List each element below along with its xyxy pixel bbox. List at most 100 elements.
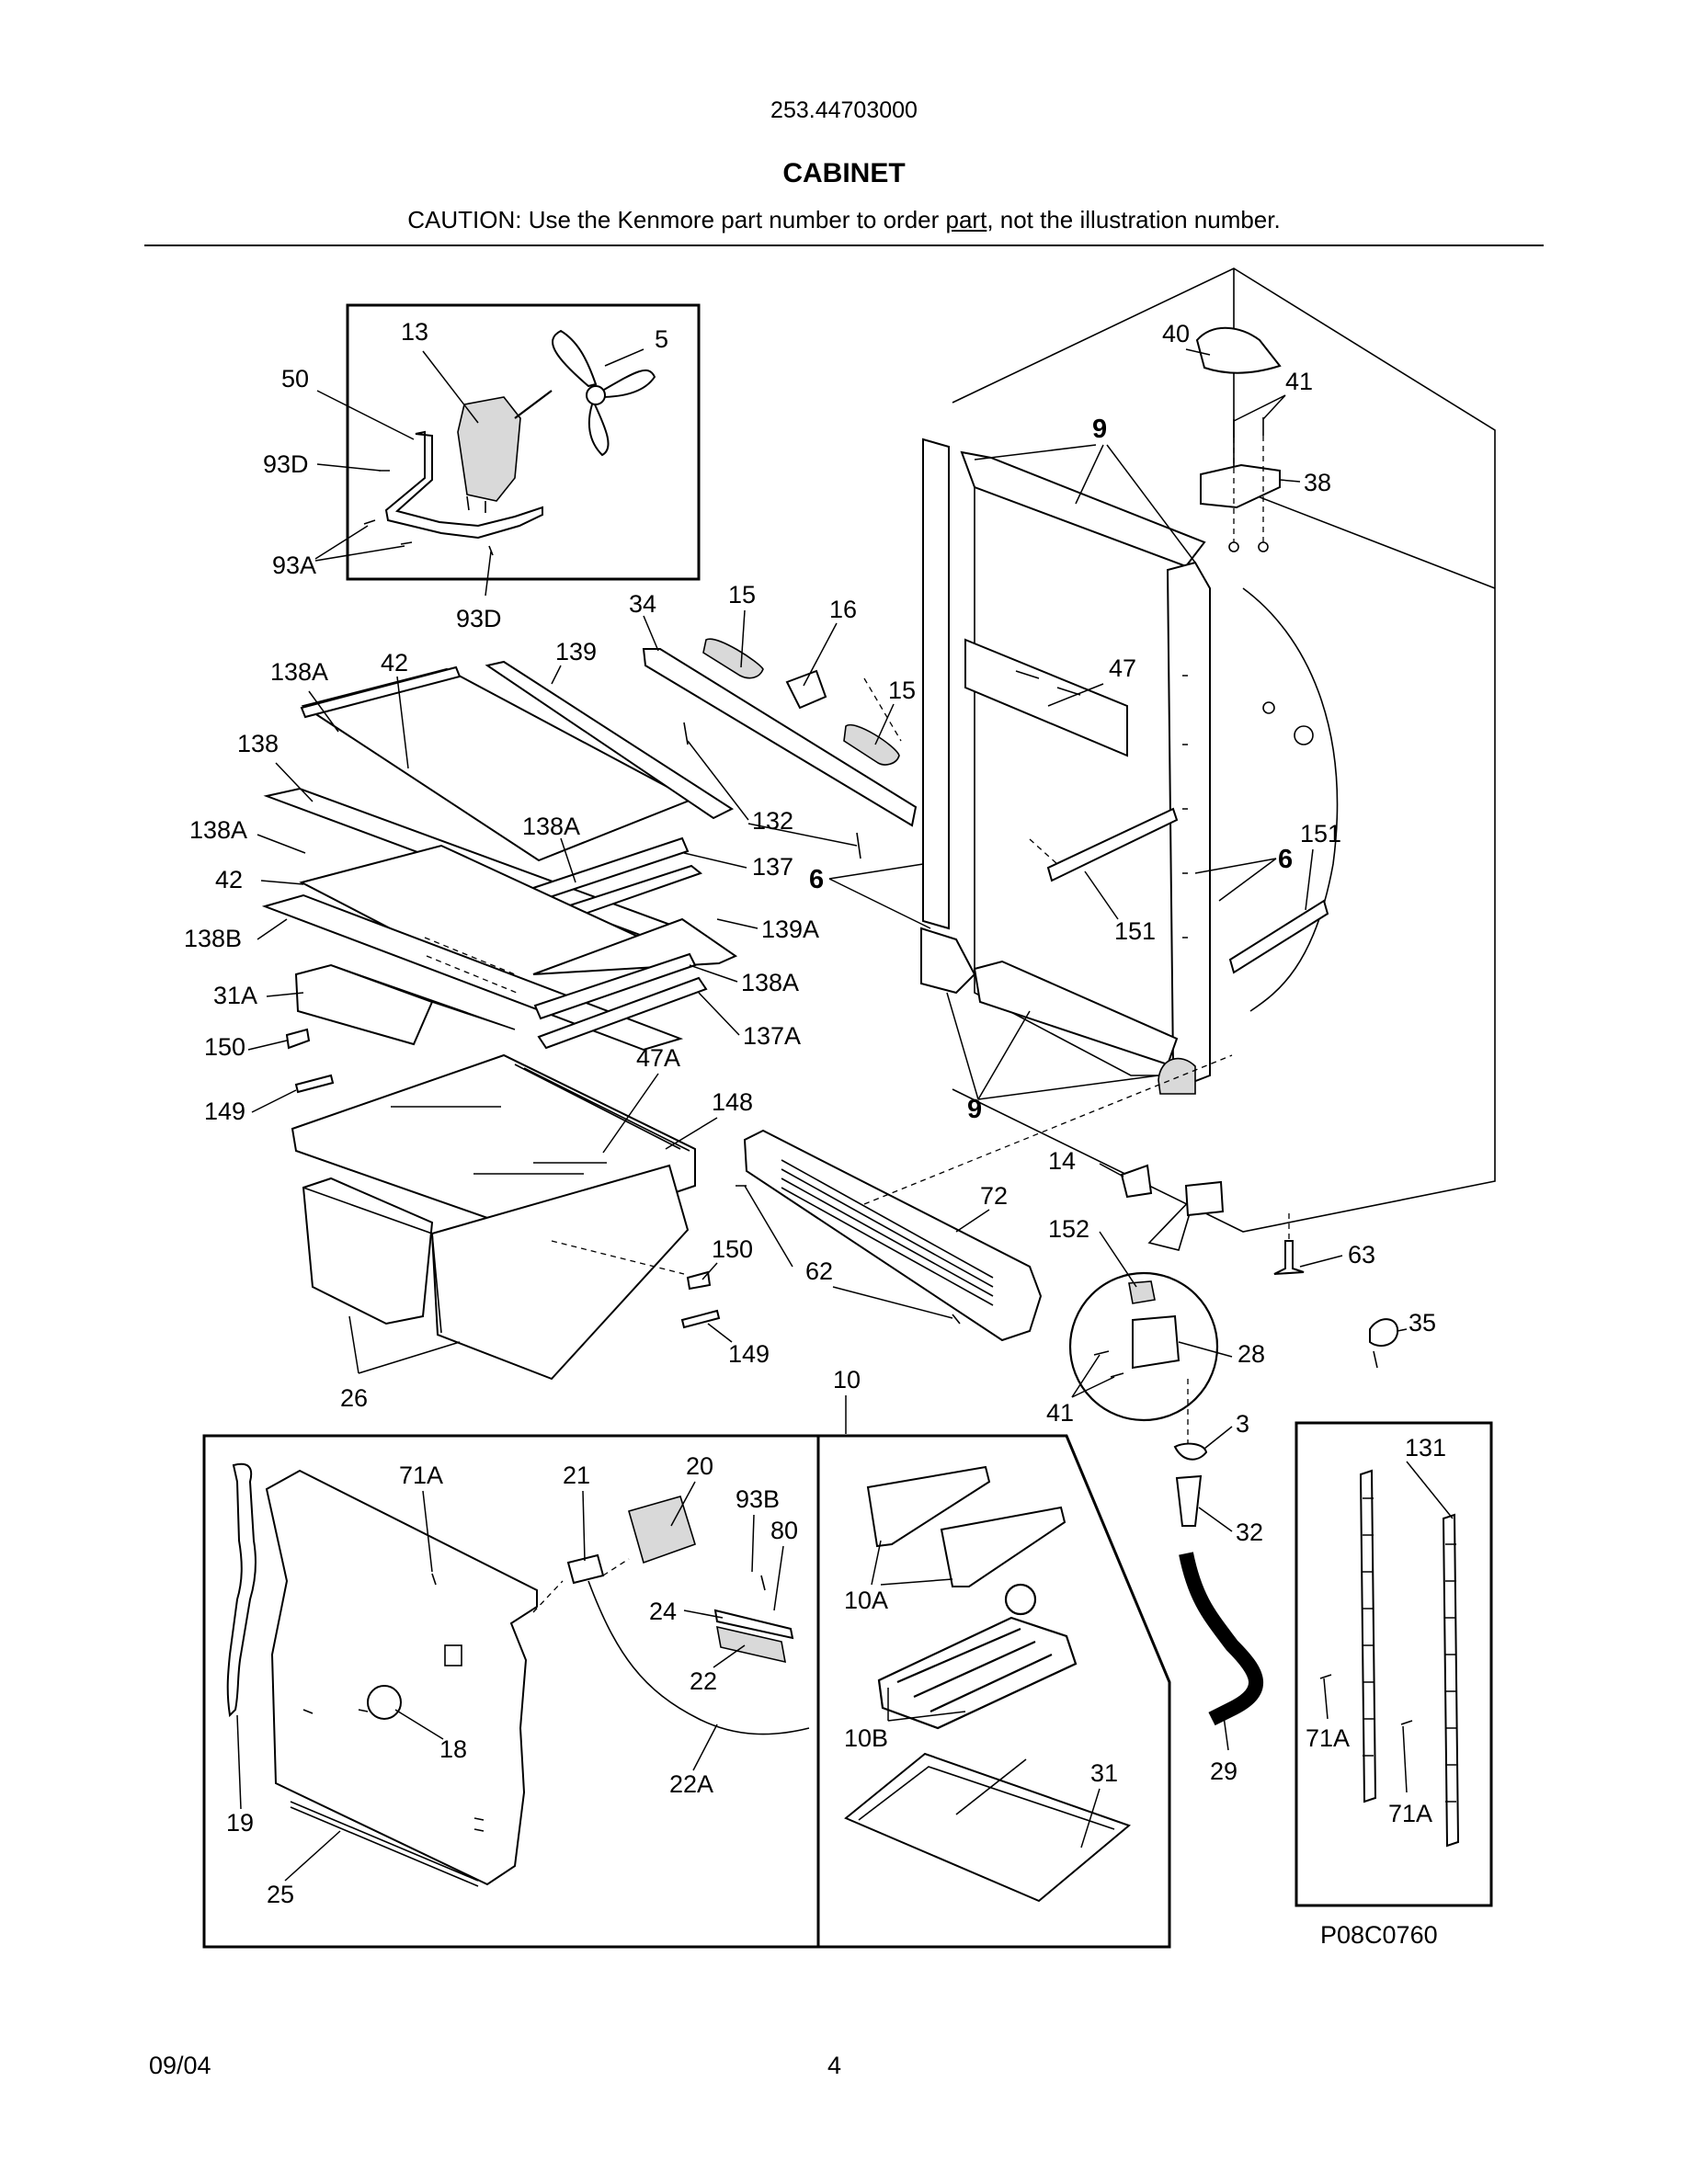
- top-hinge: [1200, 463, 1281, 509]
- callout-138A-mid: 138A: [522, 813, 580, 840]
- thermostat-knob-18: [367, 1685, 402, 1720]
- callout-93D: 93D: [263, 450, 309, 478]
- model-number: 253.44703000: [770, 97, 918, 123]
- plug-3: [1173, 1442, 1208, 1461]
- rail-151-right: [1228, 899, 1329, 974]
- callout-42-lower: 42: [215, 866, 243, 893]
- callout-28: 28: [1237, 1340, 1265, 1368]
- callout-93B: 93B: [736, 1485, 780, 1513]
- callout-138A-top: 138A: [270, 658, 328, 686]
- callout-63: 63: [1348, 1241, 1375, 1268]
- footer-page-number: 4: [827, 2052, 842, 2079]
- bracket-24: [713, 1609, 794, 1640]
- trim-138B: [261, 893, 684, 1052]
- callout-14: 14: [1048, 1147, 1076, 1175]
- callout-26: 26: [340, 1384, 368, 1412]
- callout-9-top: 9: [1092, 415, 1107, 444]
- hinge-28: [1132, 1314, 1180, 1370]
- evaporator-cover-25: [265, 1469, 538, 1886]
- callout-62: 62: [805, 1257, 833, 1285]
- callout-139: 139: [555, 638, 597, 665]
- heater-inset-frame: [816, 1434, 1171, 1949]
- cabinet-edge: [1233, 268, 1496, 589]
- compressor-outline: [1242, 587, 1339, 1012]
- callout-16: 16: [829, 596, 857, 623]
- bottom-hinge-cabinet: [1184, 1180, 1225, 1217]
- callout-138A-left: 138A: [189, 816, 247, 844]
- callout-19: 19: [226, 1809, 254, 1837]
- caution-underlined-word: part: [945, 206, 987, 233]
- drain-pan-31: [844, 1752, 1131, 1903]
- header-rule: [144, 245, 1544, 246]
- callout-10: 10: [833, 1366, 861, 1393]
- callout-71A-right-upper: 71A: [1306, 1724, 1350, 1752]
- callout-137A: 137A: [743, 1022, 801, 1050]
- heater-element-10B: [877, 1616, 1078, 1730]
- callout-3: 3: [1236, 1410, 1249, 1438]
- callout-151-right: 151: [1300, 820, 1341, 847]
- callout-labels: 13 5 50 93D 93A 93D 34 15 16 15 132 138A…: [184, 318, 1446, 1949]
- callout-72: 72: [980, 1182, 1008, 1210]
- callout-138: 138: [237, 730, 279, 757]
- rail-47: [964, 638, 1128, 757]
- motor-shaft: [514, 390, 553, 419]
- callout-50: 50: [281, 365, 309, 392]
- bulb-15-upper: [702, 638, 764, 679]
- clip-149-upper: [294, 1074, 335, 1094]
- callout-22A: 22A: [669, 1770, 713, 1798]
- callout-10A: 10A: [844, 1587, 888, 1614]
- callout-10B: 10B: [844, 1724, 888, 1752]
- callout-21: 21: [563, 1462, 590, 1489]
- top-hinge-cover: [1195, 326, 1282, 374]
- callout-138B: 138B: [184, 925, 242, 952]
- cabinet-body: [952, 267, 1496, 1233]
- callout-137: 137: [752, 853, 793, 881]
- bracket-10A-left: [866, 1465, 991, 1548]
- caution-note: CAUTION: Use the Kenmore part number to …: [0, 206, 1688, 234]
- switch-14: [1120, 1164, 1153, 1199]
- callout-138A-lower: 138A: [741, 969, 799, 996]
- fan-hub: [586, 385, 606, 405]
- caution-text: CAUTION: Use the Kenmore part number to …: [407, 206, 946, 233]
- defrost-heater-inset: [816, 1434, 1171, 1949]
- callout-149-lower: 149: [728, 1340, 770, 1368]
- clip-150-lower: [686, 1270, 712, 1291]
- heater-22: [715, 1625, 787, 1664]
- standard-131-left: [1359, 1469, 1377, 1803]
- standards-inset-frame: [1295, 1421, 1493, 1907]
- defrost-timer-20: [628, 1496, 696, 1564]
- leader-lines: [236, 348, 1454, 1882]
- callout-151-left: 151: [1114, 917, 1156, 945]
- rails: [964, 638, 1329, 974]
- left-trim: [922, 438, 950, 930]
- top-trim: [960, 450, 1206, 568]
- callout-38: 38: [1304, 469, 1331, 496]
- callout-40: 40: [1162, 320, 1190, 347]
- callout-32: 32: [1236, 1519, 1263, 1546]
- fan-inset-frame: [346, 303, 701, 581]
- callout-13: 13: [401, 318, 428, 346]
- spacer-152: [1128, 1280, 1156, 1304]
- clip-150-upper: [285, 1028, 311, 1050]
- fan-motor-inset: [314, 303, 701, 597]
- bulb-15-lower: [843, 723, 900, 766]
- crisper-drawer-right: [430, 1164, 690, 1381]
- callout-6-right: 6: [1278, 845, 1293, 874]
- callout-24: 24: [649, 1598, 677, 1625]
- callout-15-lower: 15: [888, 677, 916, 704]
- section-title: CABINET: [782, 158, 906, 188]
- drain-tube-29: [1179, 1552, 1264, 1726]
- callout-35: 35: [1409, 1309, 1436, 1337]
- callout-34: 34: [629, 590, 656, 618]
- callout-139A: 139A: [761, 916, 819, 943]
- callout-132: 132: [752, 807, 793, 835]
- clip-149-lower: [680, 1309, 721, 1329]
- handle-35: [1369, 1318, 1399, 1348]
- standard-131-right: [1442, 1513, 1460, 1848]
- motor-terminals: [466, 495, 486, 513]
- callout-29: 29: [1210, 1757, 1237, 1785]
- callout-9-bottom: 9: [967, 1095, 982, 1124]
- callout-18: 18: [439, 1735, 467, 1763]
- callout-93A: 93A: [272, 552, 316, 579]
